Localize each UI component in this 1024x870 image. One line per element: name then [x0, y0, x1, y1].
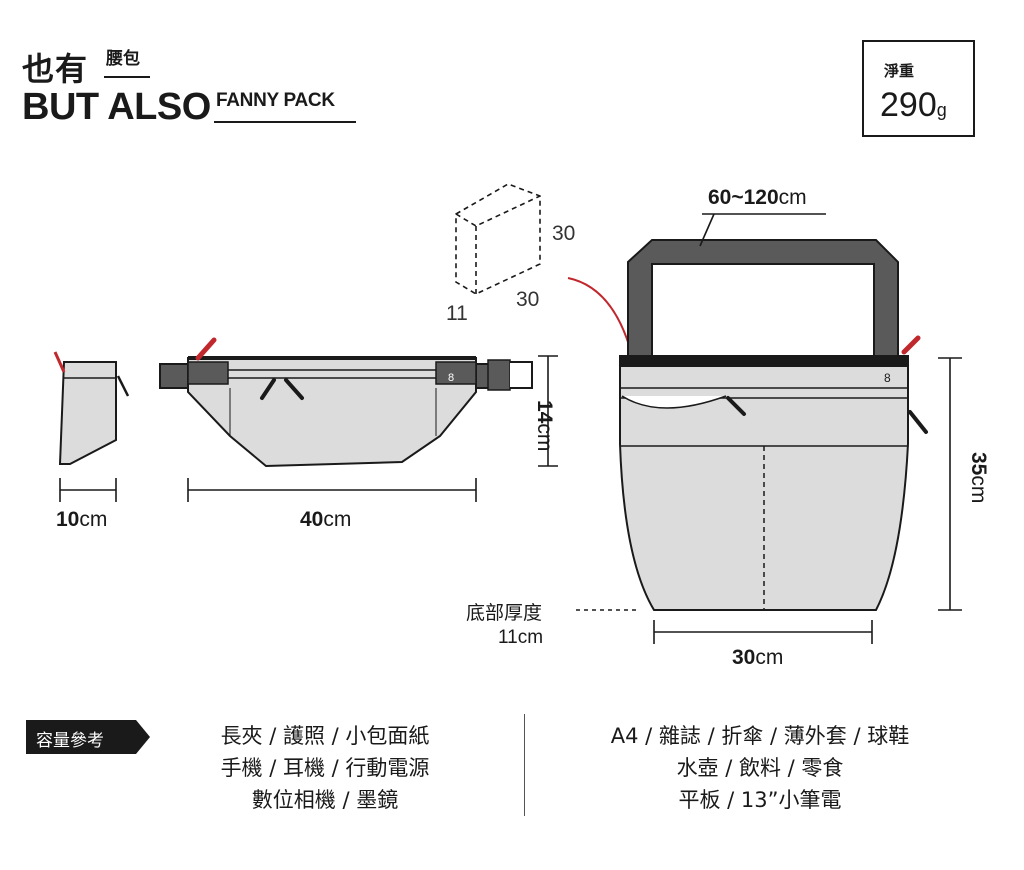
weight-label: 淨重	[884, 62, 915, 80]
capacity-left-line-2: 手機 / 耳機 / 行動電源	[220, 756, 430, 780]
box-dim-b: 30	[516, 288, 540, 311]
dim-height-fanny: 14cm	[533, 400, 556, 452]
bottom-thickness-value: 11cm	[498, 627, 544, 648]
dim-depth: 10cm	[56, 508, 108, 531]
box-dim-c: 11	[446, 302, 468, 325]
fanny-pack-front: 8	[159, 337, 533, 468]
capacity-left-line-3: 數位相機 / 墨鏡	[251, 788, 399, 812]
box-dim-a: 30	[552, 222, 576, 245]
capacity-divider	[524, 714, 525, 816]
title-en: BUT ALSO	[22, 86, 211, 128]
dimension-lines	[59, 213, 962, 644]
title-en-underline	[214, 121, 356, 123]
weight-number: 290	[880, 86, 937, 124]
weight-unit: g	[936, 100, 947, 120]
capacity-left-line-1: 長夾 / 護照 / 小包面紙	[220, 724, 430, 748]
dim-strap: 60~120cm	[708, 186, 807, 209]
capacity-tag-shape	[26, 720, 150, 754]
book-box	[455, 183, 541, 295]
capacity-right-line-2: 水壺 / 飲料 / 零食	[676, 756, 844, 780]
title-en-sub: FANNY PACK	[216, 90, 335, 111]
capacity-right-line-3: 平板 / 13”小筆電	[678, 788, 842, 812]
dim-width-tote: 30cm	[732, 646, 784, 669]
title-zh: 也有	[22, 50, 89, 88]
svg-text:8: 8	[884, 371, 891, 385]
svg-text:8: 8	[448, 372, 454, 384]
bottom-thickness-label: 底部厚度	[466, 602, 543, 624]
dim-width: 40cm	[300, 508, 352, 531]
weight-box	[862, 40, 975, 137]
title-zh-underline	[104, 76, 150, 78]
tote-view: 8	[619, 239, 928, 611]
capacity-right-line-1: A4 / 雜誌 / 折傘 / 薄外套 / 球鞋	[610, 724, 910, 748]
side-view	[53, 351, 130, 465]
title-zh-sub: 腰包	[106, 49, 140, 69]
weight-value: 290g	[880, 86, 947, 125]
capacity-tag: 容量參考	[36, 731, 104, 751]
dim-height-tote: 35cm	[967, 452, 990, 504]
